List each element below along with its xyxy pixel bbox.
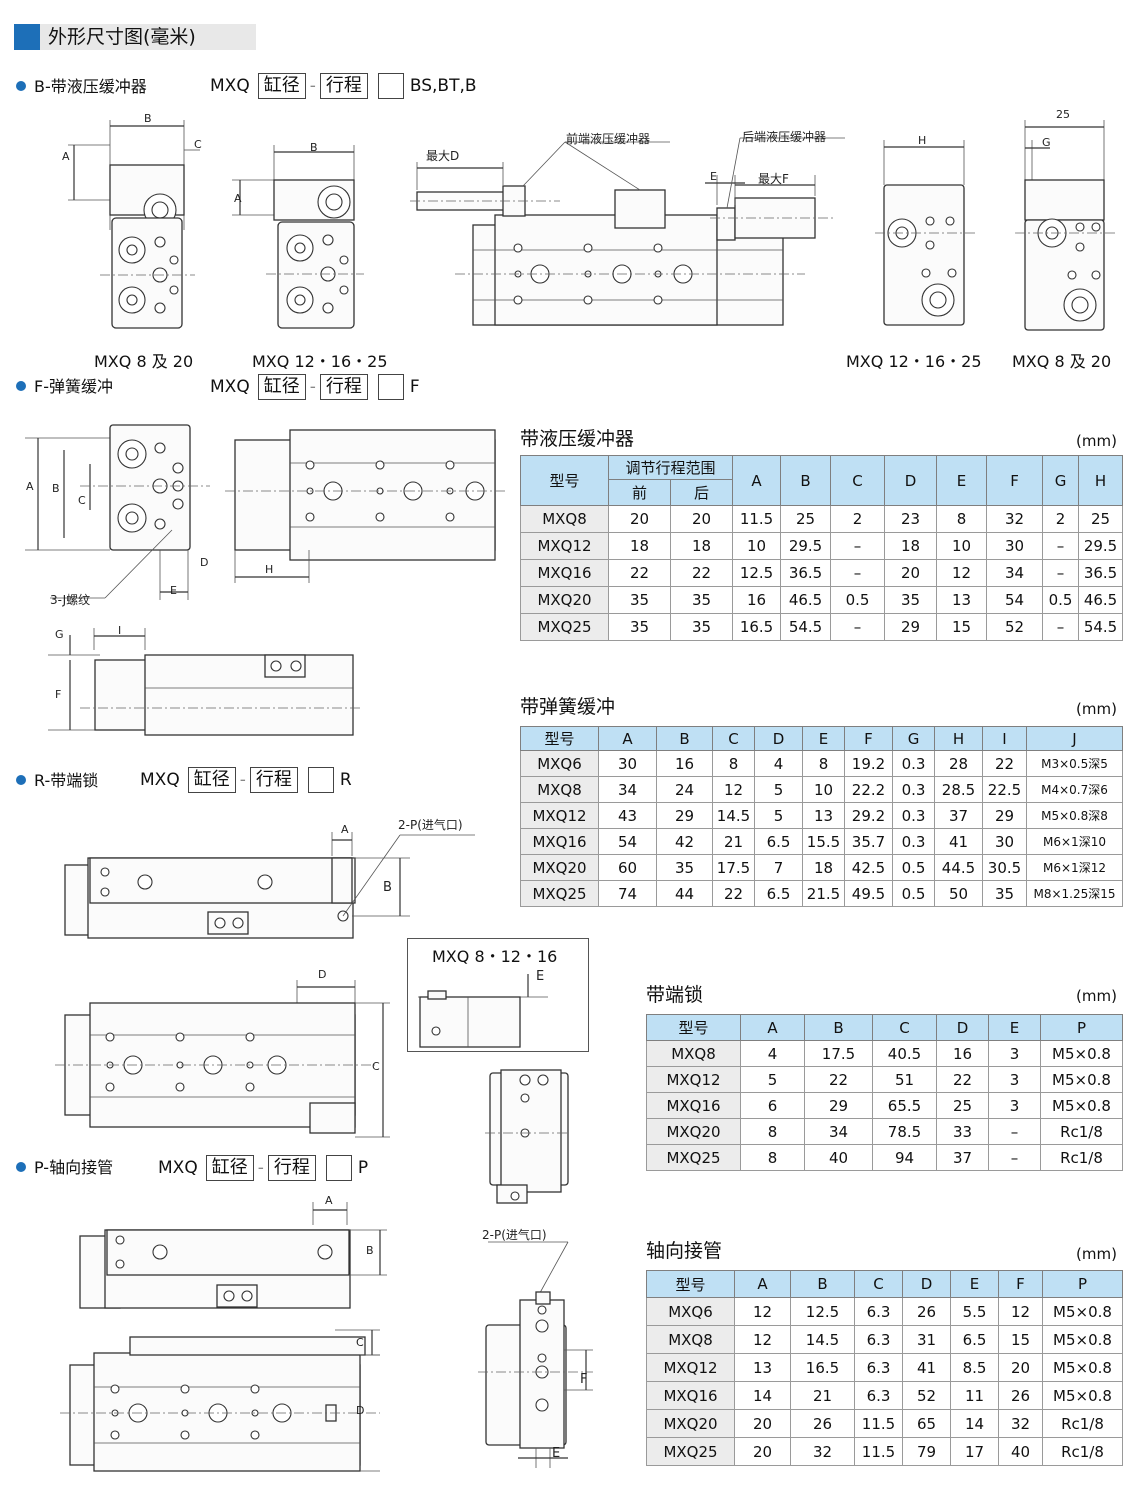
bullet-icon [16,775,26,785]
page-title: 外形尺寸图(毫米) [48,26,196,48]
b-end-view-4 [1015,120,1115,331]
b-end-view-3 [875,140,975,326]
b-side-view [410,137,845,326]
section-r-label: R-带端锁 [16,768,98,794]
order-code-b: MXQ 缸径 - 行程 BS,BT,B [210,72,477,100]
order-code-p: MXQ 缸径 - 行程 P [158,1154,368,1182]
table-hydraulic-title: 带液压缓冲器 [520,428,635,450]
r-end-view [485,1069,570,1204]
table-spring-title: 带弹簧缓冲 [520,696,616,718]
section-p-label: P-轴向接管 [16,1155,113,1181]
r-side-view [55,980,390,1138]
table-endlock-title: 带端锁 [646,984,704,1006]
b-end-view-1 [68,120,200,329]
section-f-label: F-弹簧缓冲 [16,374,113,400]
bullet-icon [16,1162,26,1172]
r-inset-drawing [418,974,548,1048]
b-end-view-2 [232,145,364,329]
option-box [377,73,404,99]
bullet-icon [16,381,26,391]
p-top-view [79,1202,387,1309]
section-b-label: B-带液压缓冲器 [16,74,147,100]
p-end-view [478,1241,593,1468]
bullet-icon [16,81,26,91]
section-header: 外形尺寸图(毫米) [14,24,256,50]
option-box [325,1155,352,1181]
p-side-view [60,1329,380,1472]
table-axial-title: 轴向接管 [646,1240,723,1262]
f-side-view [225,429,505,583]
header-square-icon [14,24,40,50]
option-box [377,374,404,400]
r-top-view [64,832,475,939]
f-end-view [25,424,210,600]
order-code-f: MXQ 缸径 - 行程 F [210,373,420,401]
r-inset-box: MXQ 8・12・16 E [407,938,589,1052]
option-box [307,767,334,793]
order-code-r: MXQ 缸径 - 行程 R [140,766,352,794]
f-top-view [48,628,360,736]
